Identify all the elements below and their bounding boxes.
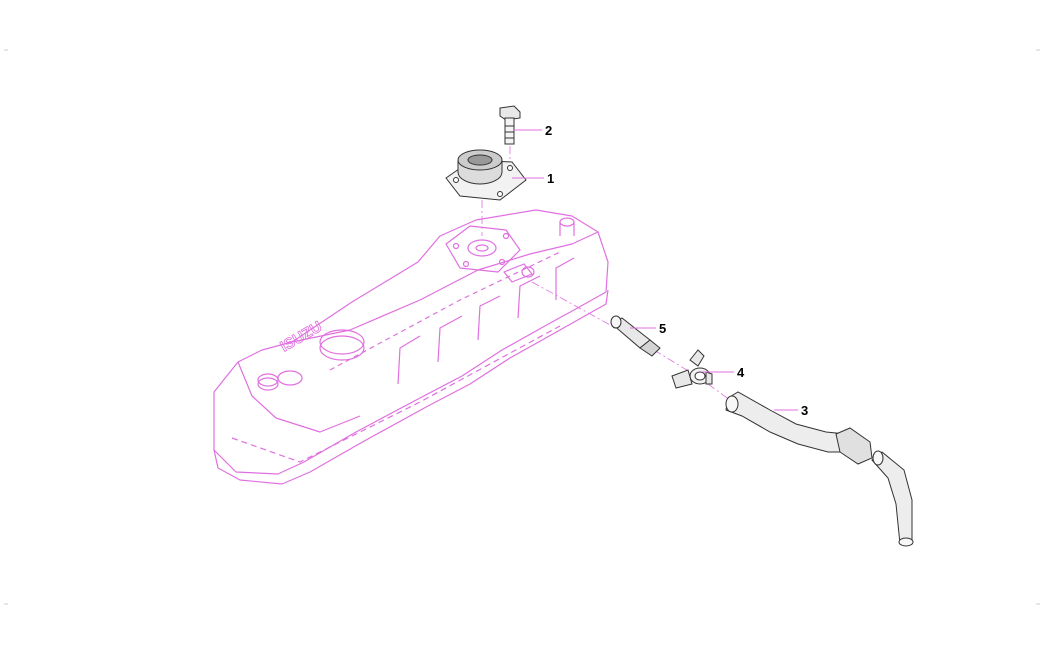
connector-part [610, 315, 661, 357]
callout-leaders [512, 129, 798, 411]
callout-label-2: 2 [545, 123, 552, 138]
hose-part [725, 391, 914, 547]
cap-part [445, 149, 527, 201]
callout-label-5: 5 [659, 321, 666, 336]
callout-label-4: 4 [737, 365, 745, 380]
clip-part [671, 349, 713, 389]
callout-label-1: 1 [547, 171, 554, 186]
cover-emblem: ISUZU [278, 318, 325, 355]
callout-label-3: 3 [801, 403, 808, 418]
corner-marks [4, 49, 1040, 605]
bolt-part [499, 105, 521, 145]
rocker-cover [213, 209, 609, 485]
